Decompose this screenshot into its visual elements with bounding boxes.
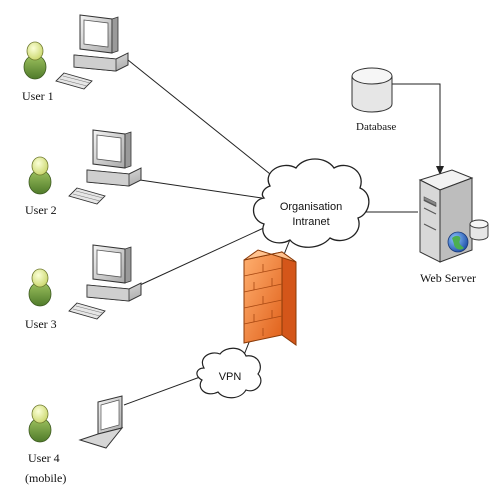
desktop-computer-icon [55, 14, 129, 90]
link-user2-intranet [139, 179, 263, 199]
intranet-label-line2: Intranet [292, 216, 329, 228]
intranet-cloud: Organisation Intranet [252, 158, 370, 248]
web-server: Web Server [418, 169, 489, 285]
desktop-computer-icon [68, 129, 142, 205]
user-1-label: User 1 [22, 89, 54, 103]
user-icon [28, 156, 52, 195]
database-label: Database [356, 121, 396, 133]
user-icon [23, 41, 47, 80]
cloud-shape [252, 158, 370, 248]
user-icon [28, 404, 52, 443]
user-3: User 3 [25, 244, 142, 331]
user-2: User 2 [25, 129, 142, 217]
vpn-label: VPN [219, 371, 242, 383]
arrowhead [436, 166, 444, 175]
vpn-cloud: VPN [196, 347, 262, 399]
link-user3-intranet [139, 225, 269, 286]
intranet-label-line1: Organisation [280, 201, 342, 213]
user-2-label: User 2 [25, 203, 57, 217]
link-laptop-vpn [123, 376, 201, 406]
link-user1-intranet [127, 59, 291, 191]
desktop-computer-icon [68, 244, 142, 320]
user-1: User 1 [22, 14, 129, 103]
user-4-mobile: User 4 (mobile) [25, 395, 124, 485]
database-cylinder-icon [469, 219, 489, 241]
link-database-webserver [392, 83, 441, 168]
user-4-label: User 4 [28, 451, 60, 465]
cloud-shape [196, 347, 262, 399]
laptop-icon [78, 395, 124, 449]
web-server-label: Web Server [420, 271, 476, 285]
user-3-label: User 3 [25, 317, 57, 331]
globe-icon [447, 231, 469, 253]
firewall-icon [243, 249, 297, 346]
database-icon: Database [351, 67, 396, 133]
user-icon [28, 268, 52, 307]
user-4-mobile-label: (mobile) [25, 471, 66, 485]
